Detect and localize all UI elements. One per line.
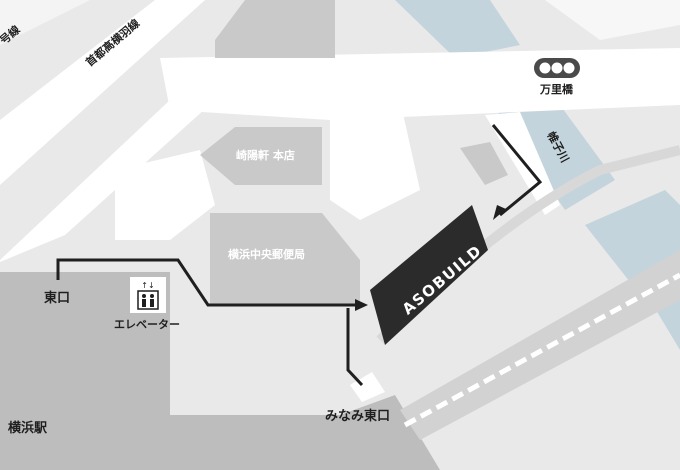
building-post-office [210, 213, 360, 305]
building-kiyoken [200, 127, 322, 185]
block-top-left [0, 0, 90, 45]
manri-bridge-label: 万里橋 [540, 83, 573, 96]
asobuild-building [370, 205, 488, 345]
water-east [585, 190, 680, 282]
yokohama-station-label: 横浜駅 [8, 421, 48, 436]
diagonal-road [0, 100, 215, 262]
svg-text:↑↓: ↑↓ [141, 281, 154, 290]
east-exit-label: 東口 [44, 291, 71, 306]
route-arrow-bridge [493, 205, 506, 220]
route-south-exit [346, 308, 364, 387]
junction-road [115, 150, 215, 240]
route-arrow-east [355, 299, 368, 311]
elevator-label: エレベーター [114, 318, 180, 331]
bridge-signal-icon [534, 58, 580, 78]
route-bridge [491, 124, 543, 217]
elevator-icon: ↑↓ [130, 277, 166, 313]
yokohama-station-area [0, 272, 440, 470]
railway-track [403, 272, 680, 428]
kiyoken-label: 崎陽軒 本店 [236, 149, 295, 162]
highway-road [0, 0, 205, 185]
route-east-exit [56, 258, 358, 307]
building-north [215, 0, 335, 58]
south-east-exit-label: みなみ東口 [325, 409, 391, 424]
post-office-label: 横浜中央郵便局 [228, 248, 305, 261]
building-small [460, 142, 508, 185]
river-north [395, 0, 520, 58]
railway-bed [400, 250, 680, 440]
side-road [330, 100, 420, 220]
south-exit-marker [350, 372, 385, 402]
block-top-right [545, 0, 680, 40]
